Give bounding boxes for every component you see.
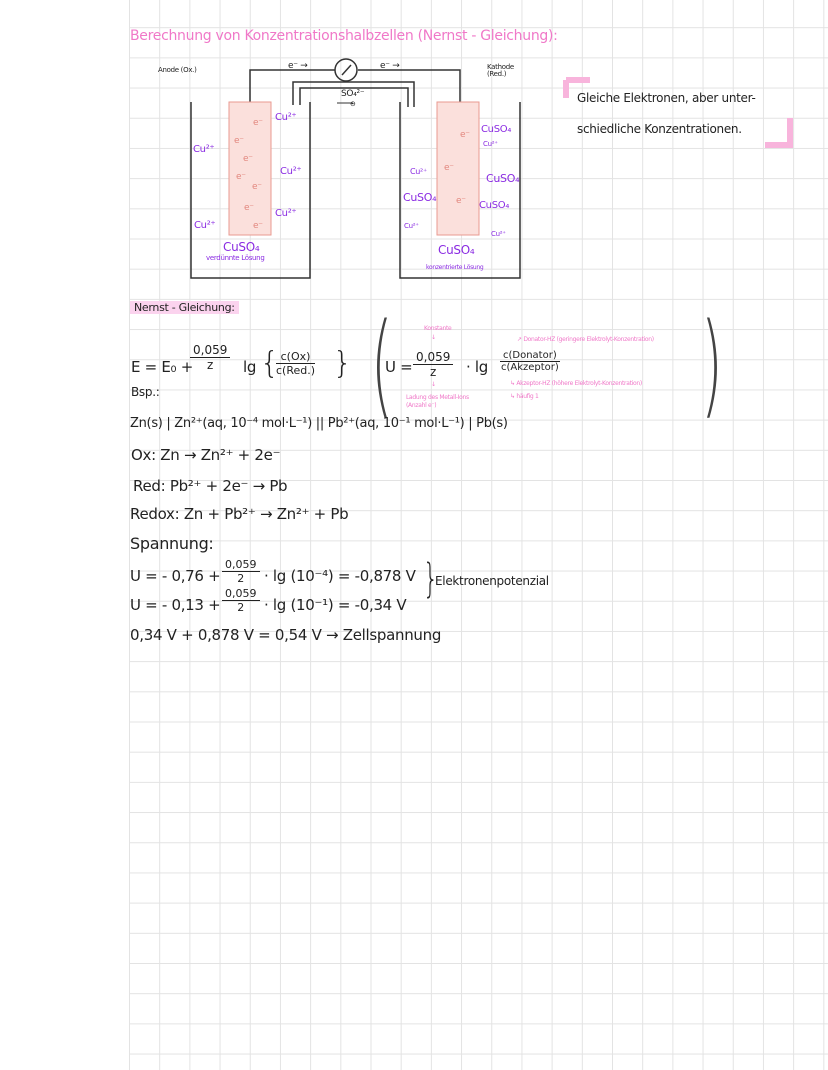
- fraction-denominator: z: [207, 358, 214, 372]
- note-line-2: schiedliche Konzentrationen.: [577, 122, 742, 136]
- electron: e⁻: [460, 130, 470, 140]
- note-bracket: [563, 77, 793, 148]
- annotation-konstante: Konstante: [424, 325, 452, 332]
- reduction: Red: Pb²⁺ + 2e⁻ → Pb: [133, 477, 288, 495]
- nernst-lhs: E = E₀ +: [131, 358, 194, 376]
- note-line-1: Gleiche Elektronen, aber unter-: [577, 91, 756, 105]
- brace-right: }: [333, 346, 352, 381]
- wire: [249, 69, 461, 102]
- lg: lg: [243, 358, 257, 376]
- electron: e⁻: [244, 203, 254, 213]
- example-label: Bsp.:: [131, 385, 160, 399]
- right-electrode: [436, 101, 480, 236]
- annotation-haeufig: ↳ häufig 1: [510, 393, 539, 400]
- right-solution-note: konzentrierte Lösung: [426, 264, 484, 271]
- fraction-numerator: 0,059: [190, 343, 231, 358]
- brace-left: {: [260, 346, 279, 381]
- ion-label: CuSO₄: [486, 172, 520, 185]
- u1-pre: U = - 0,76 +: [130, 567, 221, 585]
- electron: e⁻: [253, 118, 263, 128]
- ion-label: Cu²⁺: [194, 220, 216, 231]
- left-electrode: [228, 101, 272, 236]
- ion-label: Cu²⁺: [491, 230, 506, 238]
- u2-pre: U = - 0,13 +: [130, 596, 221, 614]
- electron: e⁻: [252, 182, 262, 192]
- u-lg: · lg: [466, 358, 489, 376]
- fraction-numerator: 0,059: [222, 587, 260, 601]
- ion-label: Cu²⁺: [275, 112, 297, 123]
- kathode-label: Kathode (Red.): [487, 63, 514, 78]
- ion-label: Cu²⁺: [275, 208, 297, 219]
- result: 0,34 V + 0,878 V = 0,54 V → Zellspannung: [130, 626, 442, 644]
- left-solution: CuSO₄: [223, 240, 260, 254]
- electron-flow-left: e⁻ →: [288, 61, 308, 71]
- redox: Redox: Zn + Pb²⁺ → Zn²⁺ + Pb: [130, 505, 349, 523]
- annotation-akzeptor: ↳ Akzeptor-HZ (höhere Elektrolyt-Konzent…: [510, 380, 642, 387]
- ion-label: CuSO₄: [403, 191, 437, 204]
- fraction-denominator: 2: [237, 601, 245, 614]
- nernst-heading: Nernst - Gleichung:: [130, 301, 239, 314]
- cell-notation: Zn(s) | Zn²⁺(aq, 10⁻⁴ mol·L⁻¹) || Pb²⁺(a…: [130, 416, 508, 431]
- ion-label: CuSO₄: [481, 124, 512, 135]
- spannung-heading: Spannung:: [130, 534, 214, 553]
- voltmeter-icon: [334, 58, 358, 82]
- galvanic-cell-diagram: [190, 58, 793, 279]
- electron: e⁻: [234, 136, 244, 146]
- salt-bridge-charge: ⊖: [350, 100, 356, 108]
- left-beaker: [190, 102, 311, 279]
- electron: e⁻: [444, 163, 454, 173]
- salt-bridge-ion: SO₄²⁻: [341, 89, 365, 99]
- anode-label: Anode (Ox.): [158, 66, 197, 74]
- fraction-numerator: c(Donator): [500, 350, 560, 362]
- right-solution: CuSO₄: [438, 243, 475, 257]
- brace: }: [423, 556, 439, 602]
- fraction-denominator: c(Red.): [276, 364, 316, 377]
- u2-post: · lg (10⁻¹) = -0,34 V: [264, 596, 407, 614]
- ion-label: Cu²⁺: [404, 222, 419, 230]
- electron: e⁻: [456, 196, 466, 206]
- fraction-denominator: 2: [237, 572, 245, 585]
- annotation-donator: ↗ Donator-HZ (geringere Elektrolyt-Konze…: [517, 336, 654, 343]
- u1-post: · lg (10⁻⁴) = -0,878 V: [264, 567, 416, 585]
- page-title: Berechnung von Konzentrationshalbzellen …: [130, 28, 558, 44]
- ion-label: Cu²⁺: [410, 167, 427, 176]
- right-beaker: [399, 102, 521, 279]
- arrow-down: ↓: [431, 334, 436, 341]
- electron: e⁻: [236, 172, 246, 182]
- ion-label: Cu²⁺: [483, 140, 498, 148]
- fraction-numerator: 0,059: [413, 350, 454, 365]
- nernst-heading-text: Nernst - Gleichung:: [130, 301, 239, 314]
- salt-bridge: [292, 81, 415, 107]
- conc-fraction: c(Ox)c(Red.): [276, 350, 316, 377]
- left-solution-note: verdünnte Lösung: [206, 254, 265, 262]
- electron-flow-right: e⁻ →: [380, 61, 400, 71]
- annotation-ladung: Ladung des Metall-Ions (Anzahl e⁻): [406, 394, 469, 409]
- arrow-down: ↓: [431, 381, 436, 388]
- ion-label: CuSO₄: [479, 200, 510, 211]
- paren-left: (: [370, 300, 393, 430]
- electron: e⁻: [253, 221, 263, 231]
- brace-label: Elektronenpotenzial: [435, 574, 549, 588]
- fraction-numerator: c(Ox): [276, 350, 316, 364]
- ion-label: Cu²⁺: [193, 144, 215, 155]
- fraction-numerator: 0,059: [222, 558, 260, 572]
- paren-right: ): [700, 300, 723, 430]
- oxidation: Ox: Zn → Zn²⁺ + 2e⁻: [131, 446, 281, 464]
- ion-label: Cu²⁺: [280, 166, 302, 177]
- u-conc-fraction: c(Donator)c(Akzeptor): [500, 350, 560, 373]
- fraction-denominator: c(Akzeptor): [500, 362, 559, 373]
- u-lhs: U =: [385, 358, 413, 376]
- electron: e⁻: [243, 154, 253, 164]
- fraction-denominator: z: [430, 365, 437, 379]
